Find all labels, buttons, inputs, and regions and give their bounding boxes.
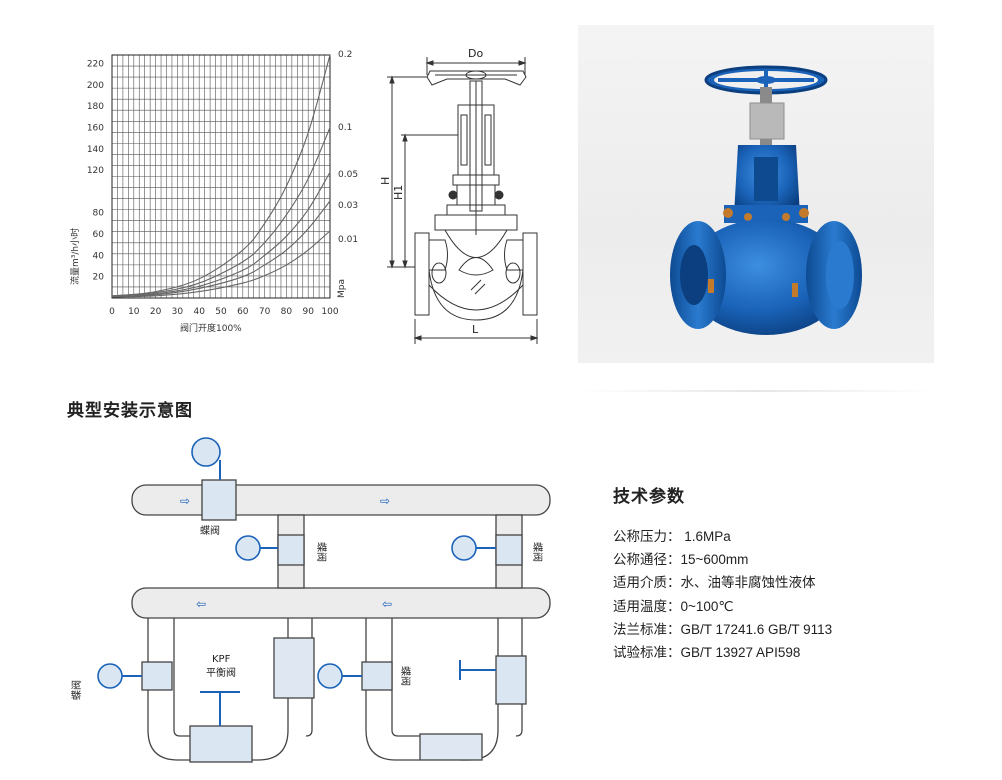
chart-y-tick-label: 20 bbox=[93, 273, 105, 283]
spec-row-temperature: 适用温度：0~100℃ bbox=[613, 598, 734, 614]
chart-x-tick-label: 50 bbox=[215, 307, 227, 317]
chart-x-tick-label: 10 bbox=[128, 307, 140, 317]
chart-x-tick-label: 90 bbox=[302, 307, 314, 317]
valve-label-right-loop: 蝶阀 bbox=[399, 666, 412, 686]
balance-valve-label: 平衡阀 bbox=[206, 666, 236, 679]
flow-chart: 20 40 60 80 120 140 160 180 200 220 0 10 20 30 40 50 60… bbox=[60, 40, 360, 340]
spec-row-diameter: 公称通径：15~600mm bbox=[613, 552, 749, 568]
chart-y-tick-label: 200 bbox=[87, 81, 104, 91]
chart-x-tick-label: 40 bbox=[193, 307, 205, 317]
valve-label-riser-left: 蝶阀 bbox=[315, 542, 328, 562]
chart-series-label-1: 0.1 bbox=[338, 123, 352, 133]
chart-x-ticks: 0 10 20 30 40 50 60 70 80 90 100 bbox=[109, 307, 339, 317]
chart-x-tick-label: 100 bbox=[321, 307, 338, 317]
installation-title: 典型安装示意图 bbox=[67, 401, 193, 420]
chart-series-label-0: 0.2 bbox=[338, 50, 352, 60]
valve-label-left-loop: 蝶阀 bbox=[70, 680, 83, 700]
chart-x-label: 阀门开度100% bbox=[180, 322, 242, 334]
spec-row-test: 试验标准：GB/T 13927 API598 bbox=[613, 645, 801, 661]
flow-arrow-2: ⇨ bbox=[380, 494, 390, 508]
dim-h-label: H bbox=[379, 177, 392, 185]
chart-x-tick-label: 30 bbox=[172, 307, 184, 317]
chart-right-axis-label: Mpa bbox=[337, 279, 347, 298]
chart-x-tick-label: 80 bbox=[281, 307, 293, 317]
kpf-label: KPF bbox=[212, 654, 231, 665]
spec-row-medium: 适用介质：水、油等非腐蚀性液体 bbox=[613, 575, 816, 591]
chart-y-label: 流量m³/h小时 bbox=[69, 228, 81, 285]
spec-row-flange: 法兰标准：GB/T 17241.6 GB/T 9113 bbox=[613, 621, 833, 637]
flow-arrow-1: ⇨ bbox=[180, 494, 190, 508]
chart-y-tick-label: 140 bbox=[87, 145, 104, 155]
chart-y-tick-label: 160 bbox=[87, 123, 104, 133]
chart-x-tick-label: 20 bbox=[150, 307, 162, 317]
valve-drawing-svg: Do H H1 L bbox=[379, 47, 539, 344]
chart-series-line-2 bbox=[111, 171, 331, 298]
chart-y-tick-label: 60 bbox=[93, 230, 105, 240]
specs-list: 公称压力： 1.6MPa 公称通径：15~600mm 适用介质：水、油等非腐蚀性… bbox=[613, 525, 832, 664]
chart-series-line-4 bbox=[111, 230, 331, 298]
chart-series-label-2: 0.05 bbox=[338, 170, 358, 180]
chart-y-tick-label: 80 bbox=[93, 209, 105, 219]
chart-series bbox=[111, 54, 331, 298]
chart-series-label-4: 0.01 bbox=[338, 235, 358, 245]
chart-series-line-3 bbox=[111, 200, 331, 298]
chart-y-tick-label: 180 bbox=[87, 102, 104, 112]
valve-label-riser-right: 蝶阀 bbox=[531, 542, 544, 562]
chart-y-ticks: 20 40 60 80 120 140 160 180 200 220 bbox=[87, 60, 104, 283]
flow-arrow-4: ⇦ bbox=[382, 597, 392, 611]
dim-l-label: L bbox=[472, 323, 479, 336]
valve-dimension-drawing: Do H H1 L bbox=[375, 35, 565, 350]
valve-photo-illustration bbox=[670, 65, 862, 335]
chart-y-tick-label: 40 bbox=[93, 251, 105, 261]
chart-series-label-3: 0.03 bbox=[338, 201, 358, 211]
installation-diagram: ⇨ ⇨ ⇦ ⇦ 蝶阀 蝶阀 蝶阀 蝶阀 蝶阀 KPF 平衡阀 bbox=[60, 430, 580, 775]
chart-series-line-0 bbox=[111, 54, 331, 297]
photo-divider bbox=[578, 390, 934, 392]
chart-x-tick-label: 0 bbox=[109, 307, 115, 317]
valve-label-top: 蝶阀 bbox=[200, 524, 220, 537]
chart-x-tick-label: 70 bbox=[259, 307, 271, 317]
specs-title: 技术参数 bbox=[613, 487, 685, 506]
chart-series-line-1 bbox=[111, 127, 331, 297]
installation-diagram-svg: ⇨ ⇨ ⇦ ⇦ 蝶阀 蝶阀 蝶阀 蝶阀 蝶阀 KPF 平衡阀 bbox=[70, 437, 551, 763]
chart-series-labels: 0.2 0.1 0.05 0.03 0.01 bbox=[338, 50, 358, 245]
chart-y-tick-label: 220 bbox=[87, 60, 104, 70]
chart-x-tick-label: 60 bbox=[237, 307, 249, 317]
chart-y-tick-label: 120 bbox=[87, 166, 104, 176]
dim-do-label: Do bbox=[468, 47, 483, 60]
spec-row-pressure: 公称压力： 1.6MPa bbox=[613, 529, 731, 544]
chart-grid bbox=[111, 54, 331, 299]
dim-h1-label: H1 bbox=[392, 185, 405, 200]
chart-plot-frame bbox=[111, 54, 331, 299]
flow-arrow-3: ⇦ bbox=[196, 597, 206, 611]
flow-chart-svg: 20 40 60 80 120 140 160 180 200 220 0 10 20 30 40 50 60… bbox=[69, 50, 358, 334]
product-photo bbox=[578, 25, 934, 363]
